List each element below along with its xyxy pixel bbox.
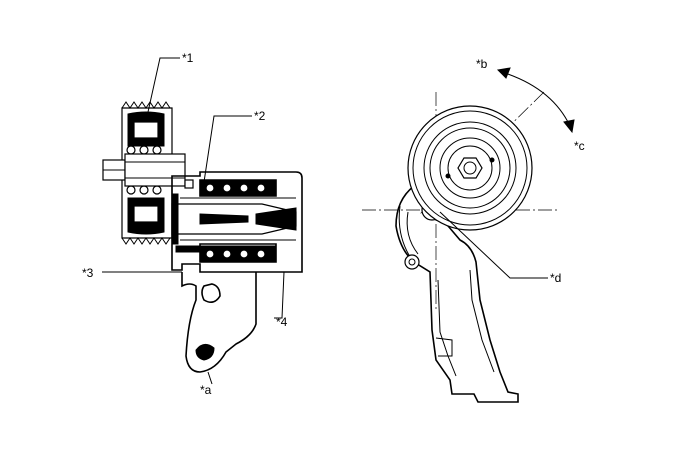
label-part-1: *1 — [182, 51, 194, 65]
label-b: *b — [476, 57, 488, 71]
tensioner-cross-section — [102, 101, 303, 373]
label-c: *c — [574, 139, 585, 153]
label-d: *d — [550, 271, 561, 285]
leader-lines — [102, 57, 548, 385]
label-a: *a — [200, 383, 212, 397]
label-part-4: *4 — [276, 315, 288, 329]
callout-labels: *1 *2 *3 *4 *a *b *c *d — [82, 51, 585, 397]
label-part-2: *2 — [254, 109, 266, 123]
label-part-3: *3 — [82, 266, 94, 280]
rotation-arrow — [496, 67, 575, 134]
tensioner-front-view — [362, 91, 560, 403]
